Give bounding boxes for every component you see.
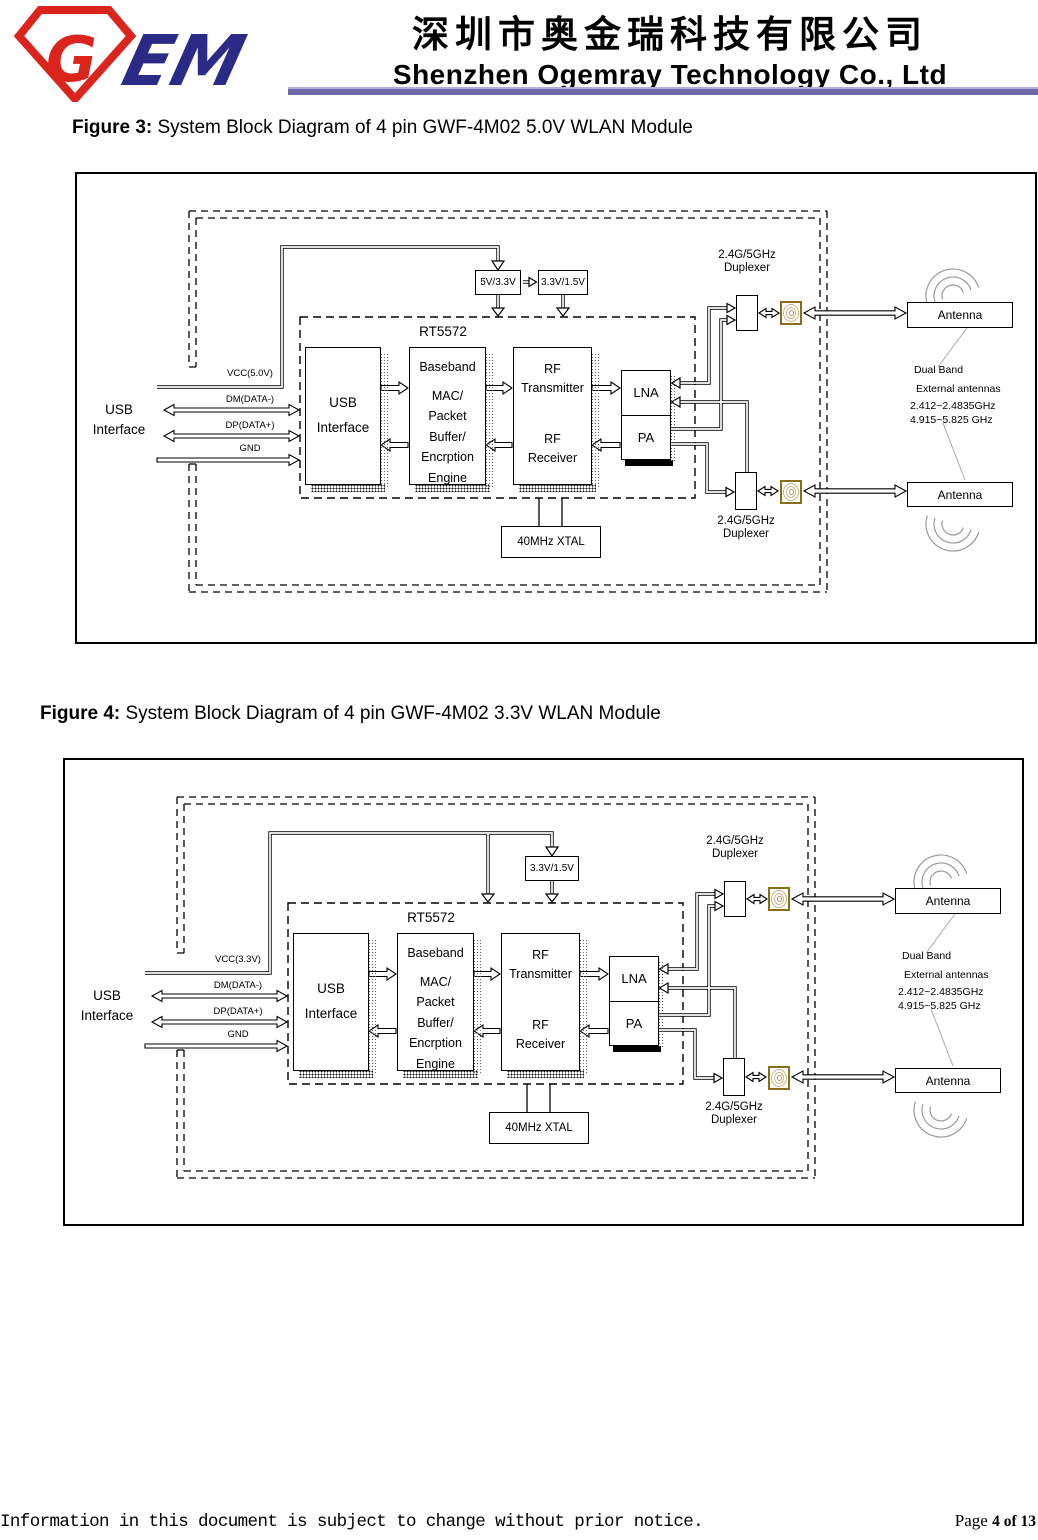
lna-cell: LNA: [622, 371, 670, 416]
usb-interface-external-label: USB Interface: [80, 988, 134, 1024]
dp-signal-label: DP(DATA+): [213, 1006, 263, 1017]
duplexer-top-label: 2.4G/5GHz Duplexer: [706, 835, 764, 861]
rf-connector-bottom-icon: [768, 1066, 790, 1090]
duplexer-bottom-box: [723, 1058, 745, 1096]
figure4-caption: Figure 4: System Block Diagram of 4 pin …: [40, 703, 661, 725]
dm-signal-label: DM(DATA-): [225, 394, 275, 405]
duplexer-bottom-box: [735, 472, 757, 510]
usb-interface-block: USB Interface: [293, 933, 376, 1078]
regulator-3v3-1v5: 3.3V/1.5V: [538, 270, 588, 295]
chip-label: RT5572: [419, 324, 467, 339]
logo-em: EM: [115, 20, 253, 102]
pa-cell: PA: [625, 1015, 643, 1031]
wifi-waves-top-icon: [913, 854, 968, 891]
dp-signal-label: DP(DATA+): [225, 420, 275, 431]
page-number: Page 4 of 13: [954, 1511, 1036, 1530]
figure3-caption-label: Figure 3:: [72, 117, 153, 138]
baseband-block: Baseband MAC/ Packet Buffer/ Encrption E…: [409, 347, 493, 492]
chip-label: RT5572: [407, 910, 455, 925]
rf-connector-bottom-icon: [780, 480, 802, 504]
wifi-waves-top-icon: [925, 268, 980, 305]
figure4-diagram: USB Interface VCC(3.3V) DM(DATA-) DP(DAT…: [63, 758, 1024, 1226]
vcc-signal-label: VCC(3.3V): [215, 954, 261, 965]
antenna-top-box: Antenna: [907, 302, 1013, 328]
figure3-diagram: USB Interface VCC(5.0V) DM(DATA-) DP(DAT…: [75, 172, 1037, 644]
wifi-waves-bottom-icon: [913, 1101, 968, 1138]
antenna-info-label: Dual Band External antennas 2.412~2.4835…: [898, 950, 989, 1012]
duplexer-top-box: [724, 881, 746, 917]
footer-notice: Information in this document is subject …: [0, 1512, 704, 1532]
figure3-lines-layer: [156, 210, 980, 593]
pa-cell: PA: [637, 429, 655, 445]
rf-connector-top-icon: [780, 301, 802, 325]
lna-cell: LNA: [610, 957, 658, 1002]
wifi-waves-bottom-icon: [925, 515, 980, 552]
lna-pa-block: LNA PA: [621, 370, 677, 466]
duplexer-top-label: 2.4G/5GHz Duplexer: [718, 249, 776, 275]
antenna-info-label: Dual Band External antennas 2.412~2.4835…: [910, 364, 1001, 426]
baseband-block: Baseband MAC/ Packet Buffer/ Encrption E…: [397, 933, 481, 1078]
rf-connector-top-icon: [768, 887, 790, 911]
xtal-block: 40MHz XTAL: [489, 1112, 589, 1144]
lna-pa-block: LNA PA: [609, 956, 665, 1052]
gnd-signal-label: GND: [227, 1029, 249, 1040]
page-footer: Information in this document is subject …: [0, 1511, 1036, 1532]
logo-g: G: [46, 23, 97, 96]
dm-signal-label: DM(DATA-): [213, 980, 263, 991]
usb-interface-block: USB Interface: [305, 347, 388, 492]
regulator-3v3-1v5: 3.3V/1.5V: [525, 856, 579, 881]
figure4-caption-label: Figure 4:: [40, 703, 121, 724]
company-name-english: Shenzhen Ogemray Technology Co., Ltd: [392, 59, 948, 90]
antenna-bottom-box: Antenna: [907, 482, 1013, 507]
antenna-top-box: Antenna: [895, 888, 1001, 914]
figure3-caption-text: System Block Diagram of 4 pin GWF-4M02 5…: [152, 117, 693, 138]
header-divider: [288, 87, 1038, 95]
regulator-5v-3v3: 5V/3.3V: [475, 270, 521, 295]
duplexer-bottom-label: 2.4G/5GHz Duplexer: [705, 1101, 763, 1127]
vcc-signal-label: VCC(5.0V): [227, 368, 273, 379]
usb-interface-external-label: USB Interface: [92, 402, 146, 438]
duplexer-bottom-label: 2.4G/5GHz Duplexer: [717, 515, 775, 541]
duplexer-top-box: [736, 295, 758, 331]
company-name-chinese: 深圳市奥金瑞科技有限公司: [412, 13, 928, 56]
figure3-caption: Figure 3: System Block Diagram of 4 pin …: [72, 117, 693, 139]
xtal-block: 40MHz XTAL: [501, 526, 601, 558]
gnd-signal-label: GND: [239, 443, 261, 454]
gem-logo-icon: G EM: [13, 5, 253, 102]
figure4-caption-text: System Block Diagram of 4 pin GWF-4M02 3…: [120, 703, 661, 724]
company-title-block: 深圳市奥金瑞科技有限公司 Shenzhen Ogemray Technology…: [300, 4, 1038, 91]
antenna-bottom-box: Antenna: [895, 1068, 1001, 1093]
